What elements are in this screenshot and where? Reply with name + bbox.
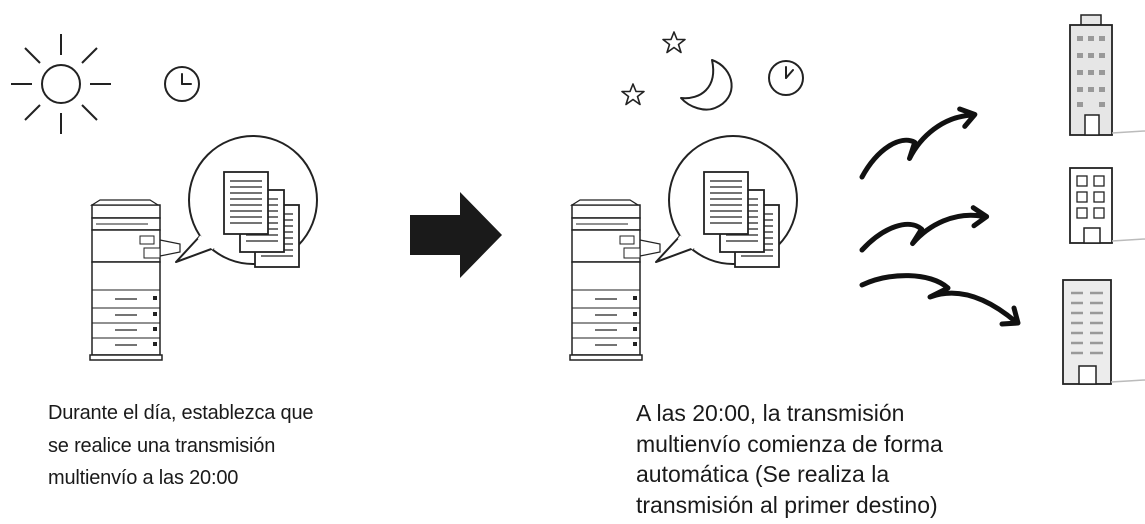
document-stack-icon	[176, 136, 317, 267]
sun-icon	[11, 34, 111, 134]
right-arrow-icon	[410, 192, 502, 278]
caption-line: Durante el día, establezca que	[48, 402, 314, 424]
multifunction-printer-icon	[89, 199, 181, 361]
transmission-arrow-icon	[862, 200, 987, 258]
star-icon	[621, 31, 686, 106]
transmission-arrow-icon	[859, 273, 1021, 327]
moon-icon	[680, 59, 733, 111]
transmission-arrow-icon	[853, 107, 982, 177]
caption-after: A las 20:00, la transmisión multienvío c…	[636, 398, 943, 520]
caption-line: se realice una transmisión	[48, 434, 276, 457]
caption-line: multienvío a las 20:00	[48, 467, 239, 489]
clock-icon	[164, 66, 200, 102]
clock-icon	[768, 60, 804, 96]
caption-line: A las 20:00, la transmisión	[636, 400, 905, 426]
caption-line: transmisión al primer destino)	[636, 491, 938, 518]
document-stack-icon	[656, 136, 797, 267]
multifunction-printer-icon	[569, 199, 661, 361]
office-building-icon	[1069, 14, 1145, 136]
caption-before: Durante el día, establezca que se realic…	[48, 397, 313, 495]
caption-line: automática (Se realiza la	[636, 461, 890, 487]
caption-line: multienvío comienza de forma	[636, 430, 943, 457]
office-building-icon	[1069, 167, 1145, 244]
office-building-icon	[1062, 279, 1145, 385]
